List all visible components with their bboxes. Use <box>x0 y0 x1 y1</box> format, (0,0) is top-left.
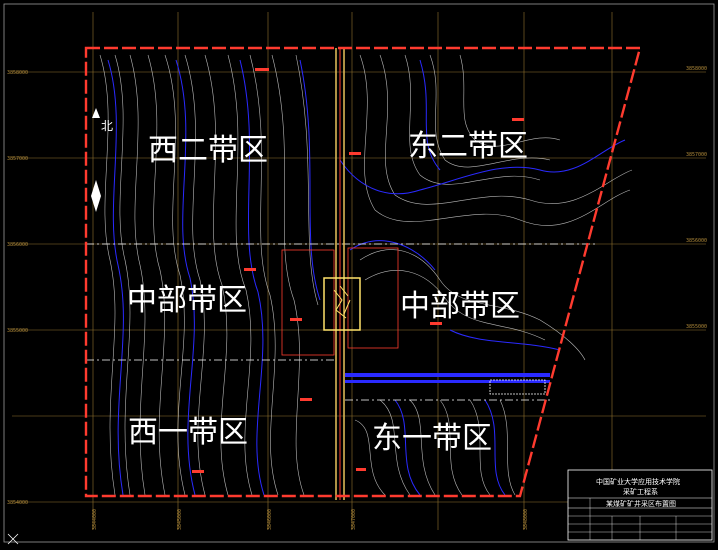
contour-w4 <box>147 54 166 496</box>
tag-9 <box>356 468 366 471</box>
coord-right-1: 3858000 <box>686 66 707 72</box>
zone-dividers <box>86 243 595 401</box>
contour-w5 <box>164 54 186 496</box>
coord-bottom-4: 3847000 <box>351 509 357 530</box>
zone-label-east-one: 东一带区 <box>372 421 492 456</box>
coord-left-4: 3855000 <box>7 328 28 334</box>
contour-w20 <box>379 399 411 496</box>
contour-b5 <box>339 139 626 195</box>
coordinate-labels-left: 3858000 3857000 3856000 3855000 3854000 <box>7 70 28 506</box>
contour-w10 <box>271 54 305 496</box>
contour-b4 <box>299 59 321 301</box>
tag-2 <box>349 152 361 155</box>
coord-left-3: 3856000 <box>7 242 28 248</box>
coord-bottom-5: 3848000 <box>523 509 529 530</box>
ucs-icon-stroke-2 <box>7 533 19 545</box>
shaft-yard-detail <box>333 285 351 319</box>
shaft-yard-frame <box>323 277 361 331</box>
tag-6 <box>290 318 302 321</box>
contour-w8 <box>227 54 253 496</box>
coordinate-labels-right: 3858000 3857000 3856000 3855000 <box>686 66 707 330</box>
contour-w12 <box>359 54 631 226</box>
title-block-department: 采矿工程系 <box>623 487 658 496</box>
central-block-west <box>281 249 335 356</box>
title-block-school: 中国矿业大学应用技术学院 <box>596 477 680 486</box>
tag-5 <box>300 398 312 401</box>
contour-w2 <box>114 54 131 496</box>
contour-b8 <box>449 329 561 351</box>
ucs-icon <box>7 533 19 545</box>
contour-b7 <box>349 240 436 271</box>
zone-label-middle-west: 中部带区 <box>127 283 247 318</box>
contour-b9 <box>394 399 421 496</box>
contour-w7 <box>204 54 229 496</box>
zone-labels: 西二带区 东二带区 中部带区 中部带区 西一带区 东一带区 <box>127 129 528 456</box>
coord-right-4: 3855000 <box>686 324 707 330</box>
contour-b1 <box>107 59 124 496</box>
coord-bottom-2: 3845000 <box>177 509 183 530</box>
contour-w9 <box>249 54 279 496</box>
coord-bottom-3: 3846000 <box>267 509 273 530</box>
north-arrow-body-icon <box>91 180 101 212</box>
contour-w3 <box>129 54 146 496</box>
contour-w16 <box>459 54 561 147</box>
roadway-band-bottom <box>345 380 550 383</box>
zone-label-east-two: 东二带区 <box>408 129 528 164</box>
contour-w6 <box>184 54 206 496</box>
title-block: 中国矿业大学应用技术学院 采矿工程系 某煤矿矿井采区布置图 <box>567 469 713 541</box>
coord-left-5: 3854000 <box>7 500 28 506</box>
central-blocks <box>281 247 399 356</box>
elevation-tags <box>192 68 524 473</box>
contour-w11 <box>295 54 319 306</box>
main-shaft <box>335 48 345 500</box>
north-label: 北 <box>101 119 113 133</box>
contour-b6 <box>419 59 441 171</box>
tag-7 <box>512 118 524 121</box>
contour-w18 <box>364 270 546 341</box>
tag-4 <box>430 322 442 325</box>
coord-bottom-1: 3844000 <box>92 509 98 530</box>
minefield-boundary <box>84 46 642 498</box>
contour-w21 <box>409 399 436 496</box>
drawing-frame <box>3 3 715 543</box>
zone-label-west-two: 西二带区 <box>148 133 268 168</box>
contour-b10 <box>484 399 506 496</box>
coord-right-3: 3856000 <box>686 238 707 244</box>
tag-3 <box>244 268 256 271</box>
contour-w24 <box>499 399 516 496</box>
contour-w15 <box>429 54 551 168</box>
contour-w1 <box>99 54 116 496</box>
coordinate-labels-bottom: 3844000 3845000 3846000 3847000 3848000 <box>92 509 529 530</box>
contour-lines-blue <box>107 59 626 496</box>
contour-w14 <box>404 54 541 185</box>
tag-1 <box>255 68 269 71</box>
contour-b2 <box>175 59 196 496</box>
contour-w22 <box>439 399 463 496</box>
roadway-band <box>345 373 550 395</box>
roadway-band-top <box>345 373 550 377</box>
zone-label-middle-east: 中部带区 <box>400 289 520 324</box>
coord-left-1: 3858000 <box>7 70 28 76</box>
coordinate-grid <box>12 12 706 530</box>
contour-lines-white <box>99 54 633 496</box>
contour-w23 <box>469 399 491 496</box>
title-block-drawing-name: 某煤矿矿井采区布置图 <box>606 499 676 508</box>
roadway-end-block <box>489 379 546 395</box>
north-arrow: 北 <box>91 108 113 212</box>
coord-left-2: 3857000 <box>7 156 28 162</box>
contour-w19 <box>354 419 386 496</box>
contour-b3 <box>239 59 265 496</box>
central-block-east <box>347 247 399 349</box>
north-arrow-icon <box>92 108 100 118</box>
contour-w13 <box>379 54 633 205</box>
tag-8 <box>192 470 204 473</box>
zone-label-west-one: 西一带区 <box>128 415 248 450</box>
coord-right-2: 3857000 <box>686 152 707 158</box>
